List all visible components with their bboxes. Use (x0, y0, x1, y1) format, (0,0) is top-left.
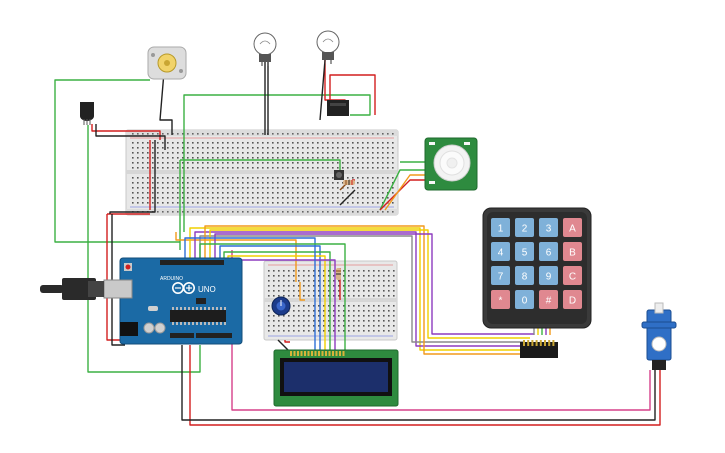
keypad-key-label: # (546, 296, 552, 307)
keypad-key-label: 8 (522, 272, 528, 283)
push-button[interactable] (334, 170, 344, 180)
potentiometer[interactable] (271, 296, 291, 316)
resistor[interactable] (343, 180, 355, 185)
main-breadboard[interactable] (125, 129, 399, 216)
keypad-key[interactable] (539, 266, 558, 285)
wire-red (189, 345, 661, 426)
wire-purple (214, 233, 534, 335)
keypad-key[interactable] (515, 290, 534, 309)
keypad-key-label: 9 (546, 272, 552, 283)
servo-motor[interactable] (641, 302, 677, 370)
wire-black (181, 345, 656, 421)
wire-orange (175, 232, 297, 282)
keypad-key[interactable] (491, 218, 510, 237)
keypad-key-label: 4 (498, 248, 504, 259)
arduino-model: UNO (198, 285, 216, 294)
dc-motor[interactable] (147, 46, 187, 80)
light-bulb-1[interactable] (253, 32, 277, 66)
keypad-key-label: * (499, 296, 503, 307)
keypad-key[interactable] (539, 290, 558, 309)
wire-blue (184, 237, 316, 350)
keypad-key[interactable] (491, 242, 510, 261)
wire-red (379, 179, 425, 211)
keypad-key-label: 7 (498, 272, 504, 283)
wire-green (223, 251, 331, 350)
keypad-key[interactable] (539, 242, 558, 261)
keypad-key[interactable] (515, 242, 534, 261)
keypad-key[interactable] (491, 290, 510, 309)
wire-black (159, 59, 173, 135)
keypad-key[interactable] (563, 242, 582, 261)
wire-red (329, 74, 376, 115)
keypad-4x4[interactable]: 1 2 3 A 4 5 6 B 7 8 9 C * 0 # D (482, 207, 592, 358)
keypad-key[interactable] (491, 266, 510, 285)
arduino-brand: ARDUINO (160, 276, 183, 282)
wire-black (109, 140, 156, 214)
wire-black (319, 59, 326, 121)
wire-green (183, 94, 371, 116)
light-bulb-2[interactable] (316, 30, 340, 64)
keypad-key[interactable] (515, 218, 534, 237)
keypad-key-label: C (569, 272, 576, 283)
wire-yellow (209, 229, 530, 339)
wire-red (284, 340, 290, 343)
wire-green (379, 169, 425, 211)
relay[interactable] (327, 100, 349, 116)
pir-sensor[interactable] (424, 137, 478, 191)
keypad-key-label: 6 (546, 248, 552, 259)
keypad-key-label: 0 (522, 296, 528, 307)
keypad-key[interactable] (515, 266, 534, 285)
arduino-logo-icon (172, 281, 196, 294)
wire-red (106, 214, 122, 341)
keypad-key[interactable] (563, 218, 582, 237)
wire-black (339, 189, 356, 206)
keypad-key[interactable] (539, 218, 558, 237)
keypad-key-label: 5 (522, 248, 528, 259)
arduino-uno-board[interactable]: ARDUINO UNO (40, 257, 243, 345)
wire-purple (194, 231, 522, 347)
keypad-key-label: D (569, 296, 576, 307)
wire-blue (219, 245, 321, 350)
resistor[interactable] (336, 268, 341, 280)
wire-green (54, 79, 180, 243)
wire-black (95, 124, 166, 150)
keypad-key[interactable] (563, 290, 582, 309)
wire-orange (384, 174, 425, 211)
wire-yellow (227, 255, 326, 350)
keypad-key-label: 1 (498, 224, 504, 235)
keypad-key[interactable] (563, 266, 582, 285)
keypad-key-label: B (569, 248, 576, 259)
keypad-key-label: 3 (546, 224, 552, 235)
wire-green (199, 243, 346, 350)
temperature-sensor[interactable] (80, 102, 94, 125)
keypad-key-label: A (569, 224, 576, 235)
wire-green (87, 125, 201, 373)
keypad-key-label: 2 (522, 224, 528, 235)
lcd-16x2-display[interactable] (273, 349, 399, 407)
wire-black (111, 214, 125, 346)
wire-orange (204, 225, 526, 355)
wire-orange (299, 282, 305, 301)
